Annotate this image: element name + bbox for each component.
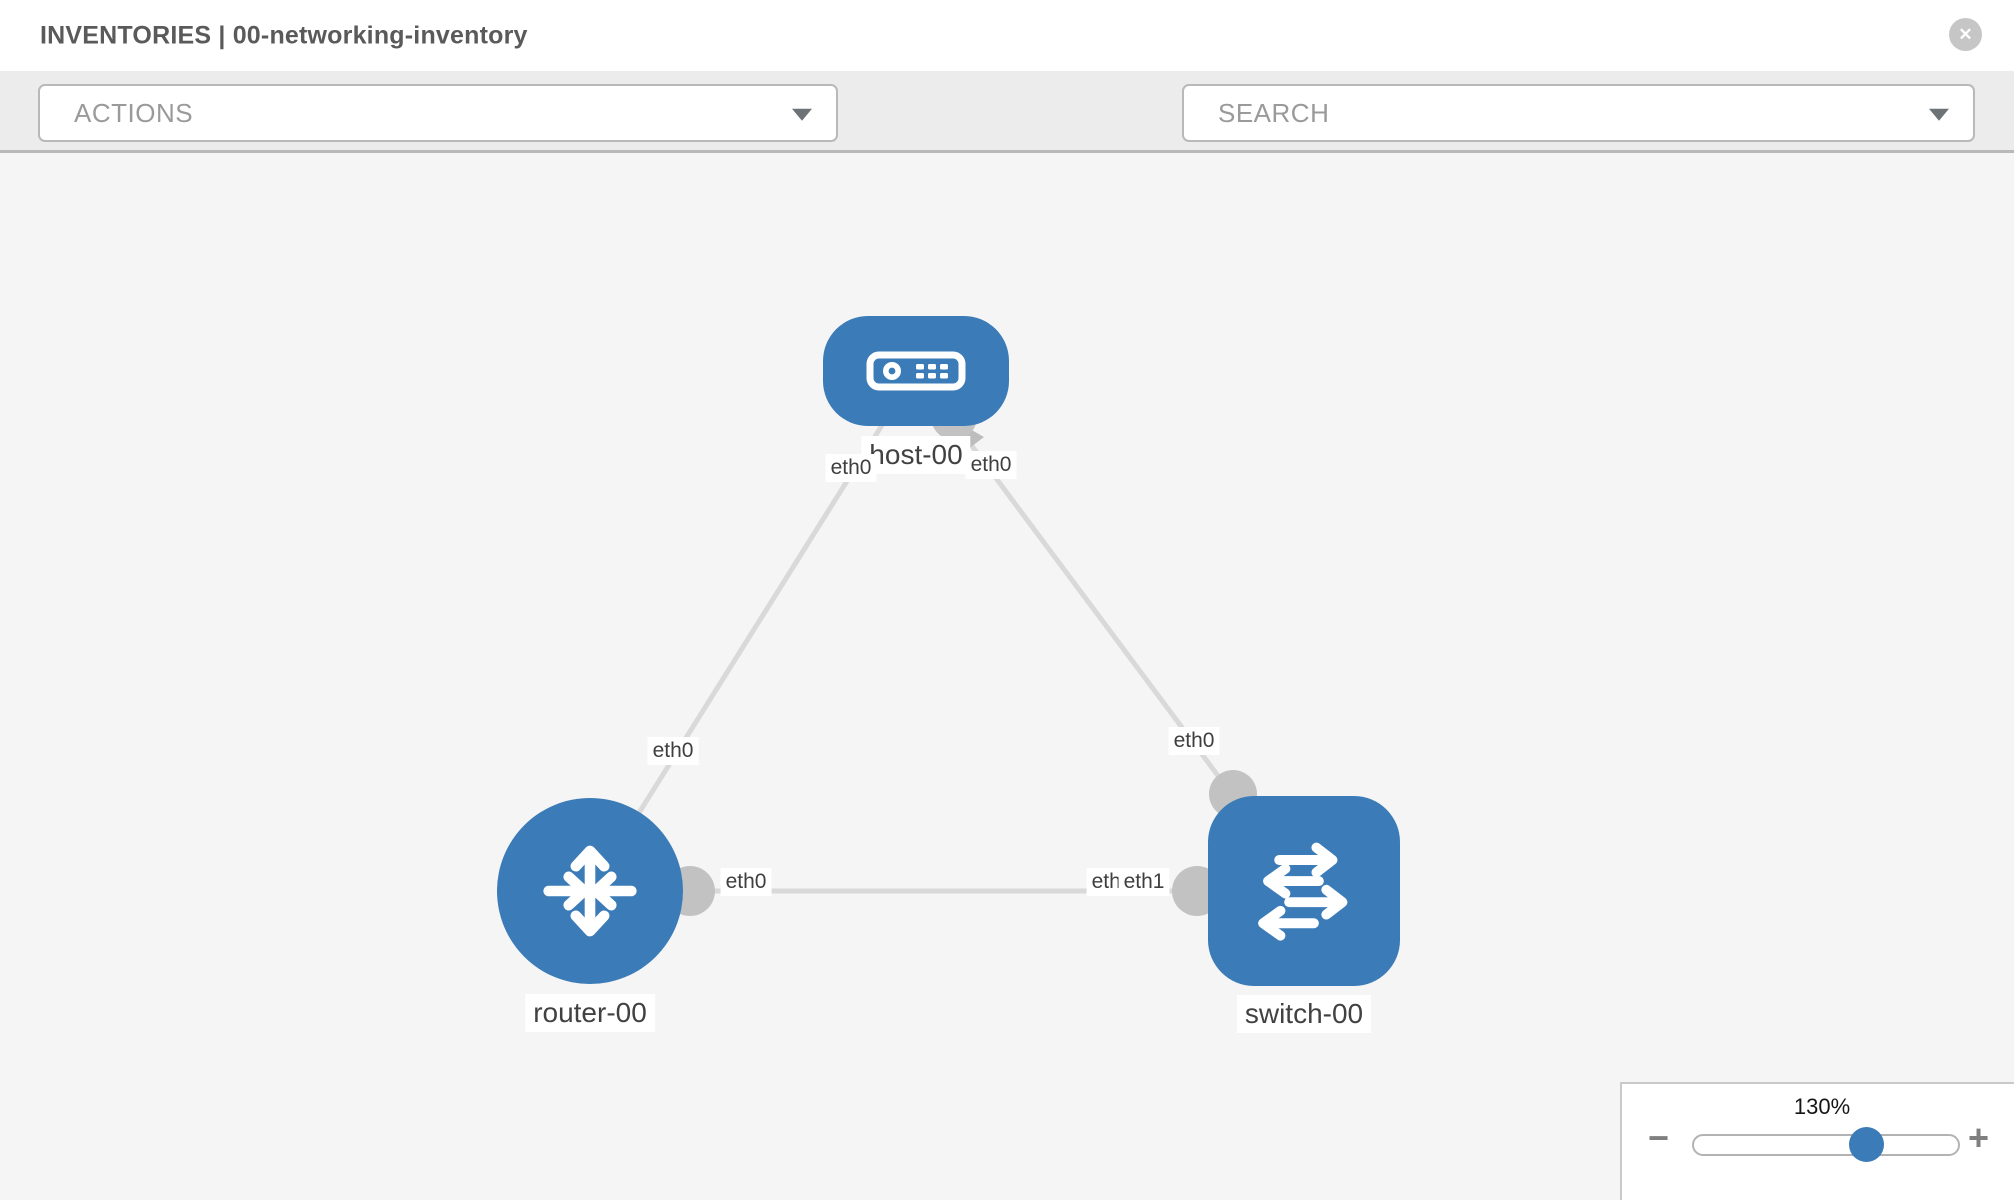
node-label-host-00: host-00: [861, 436, 971, 474]
page-title: INVENTORIES | 00-networking-inventory: [40, 21, 528, 49]
zoom-out-button[interactable]: −: [1648, 1117, 1670, 1158]
interface-label: eth1: [1118, 868, 1170, 896]
node-label-router-00: router-00: [525, 994, 655, 1032]
actions-dropdown[interactable]: ACTIONS: [38, 84, 838, 142]
toolbar: ACTIONS SEARCH: [0, 71, 2014, 205]
host-icon: [866, 351, 966, 391]
zoom-in-button[interactable]: +: [1968, 1117, 1990, 1158]
node-label-switch-00: switch-00: [1236, 995, 1372, 1033]
close-icon[interactable]: ✕: [1949, 18, 1982, 51]
chevron-down-icon: [792, 108, 812, 121]
search-dropdown[interactable]: SEARCH: [1182, 84, 1975, 142]
zoom-panel: 130% − +: [1620, 1082, 2014, 1200]
interface-label: eth0: [825, 454, 877, 482]
topology-links-layer: [587, 369, 1307, 916]
node-switch-00[interactable]: [1208, 796, 1400, 986]
search-dropdown-label: SEARCH: [1218, 97, 1330, 128]
node-router-00[interactable]: [497, 798, 683, 984]
actions-dropdown-label: ACTIONS: [74, 97, 194, 128]
switch-icon: [1258, 842, 1348, 941]
zoom-level-value: 130%: [1793, 1094, 1851, 1119]
header: INVENTORIES | 00-networking-inventory ✕: [0, 0, 2014, 71]
node-host-00[interactable]: [823, 316, 1009, 426]
zoom-slider-thumb[interactable]: [1848, 1127, 1884, 1162]
zoom-slider-track[interactable]: [1692, 1127, 1960, 1162]
interface-label: eth0: [1168, 727, 1220, 755]
interface-label: eth0: [965, 451, 1017, 479]
interface-label: eth0: [720, 868, 772, 896]
router-icon: [543, 845, 637, 937]
interface-label: eth0: [647, 737, 699, 765]
chevron-down-icon: [1929, 108, 1949, 121]
topology-canvas[interactable]: host-00 router-00 switch-00 130% − + eth…: [0, 153, 2014, 1200]
